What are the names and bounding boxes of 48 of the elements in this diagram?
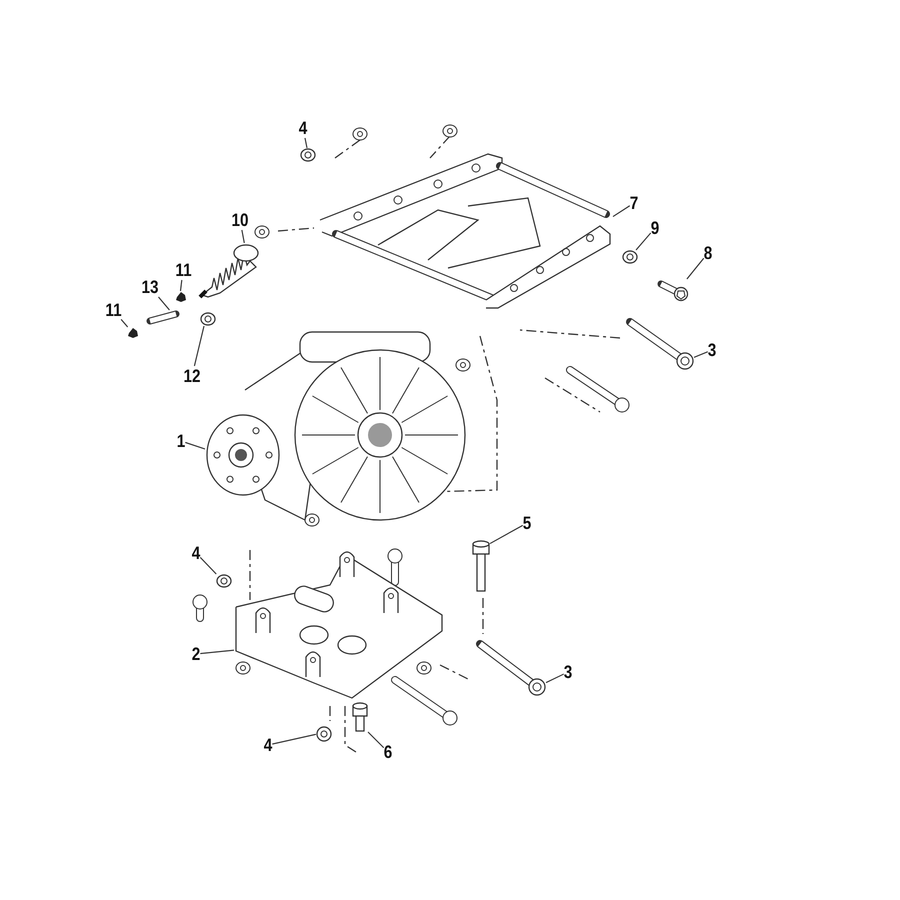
bolt-drawing (352, 702, 368, 732)
clip-drawing (127, 327, 139, 339)
bolt-drawing (657, 279, 689, 301)
callout-number: 4 (298, 118, 308, 138)
callout-number: 4 (264, 735, 272, 755)
callout-number: 2 (192, 644, 200, 664)
callout-number: 10 (232, 210, 249, 230)
leader-line (546, 674, 564, 684)
bolt-drawing (472, 540, 490, 592)
leader-line (686, 258, 704, 280)
pin-drawing (146, 310, 180, 325)
callout-number: 8 (704, 243, 712, 263)
nut-drawing (622, 250, 638, 264)
nut-drawing (316, 726, 332, 742)
callout-number: 11 (174, 260, 192, 280)
leader-line (158, 296, 170, 310)
leader-line (180, 280, 182, 292)
callout-number: 3 (564, 662, 572, 682)
leader-line (612, 205, 630, 218)
long-bolt-drawing (476, 640, 546, 696)
nut-drawing (200, 312, 216, 326)
leader-line (694, 351, 708, 358)
callout-number: 11 (104, 300, 122, 320)
leader-line (636, 232, 652, 250)
leader-line (241, 230, 245, 244)
callout-number: 6 (384, 742, 392, 762)
nut-drawing (216, 574, 232, 588)
nut-drawing (300, 148, 316, 162)
leader-line (185, 442, 206, 450)
leader-line (200, 557, 217, 574)
leader-line (120, 319, 128, 328)
leader-line (490, 524, 524, 544)
callout-number: 3 (708, 340, 716, 360)
callout-number: 5 (522, 513, 532, 533)
clip-drawing (175, 291, 187, 303)
callout-number: 4 (192, 543, 200, 563)
leader-line (368, 732, 384, 748)
leader-line (304, 138, 308, 148)
callout-number: 9 (650, 218, 660, 238)
long-bolt-drawing (626, 318, 694, 370)
callout-number: 1 (176, 431, 186, 451)
rubber-boot-drawing (198, 243, 260, 298)
callout-number: 13 (142, 277, 159, 297)
leader-line (200, 650, 234, 654)
callout-number: 7 (630, 193, 638, 213)
callout-number: 12 (184, 366, 201, 386)
leader-line (194, 326, 205, 366)
leader-line (272, 734, 316, 745)
